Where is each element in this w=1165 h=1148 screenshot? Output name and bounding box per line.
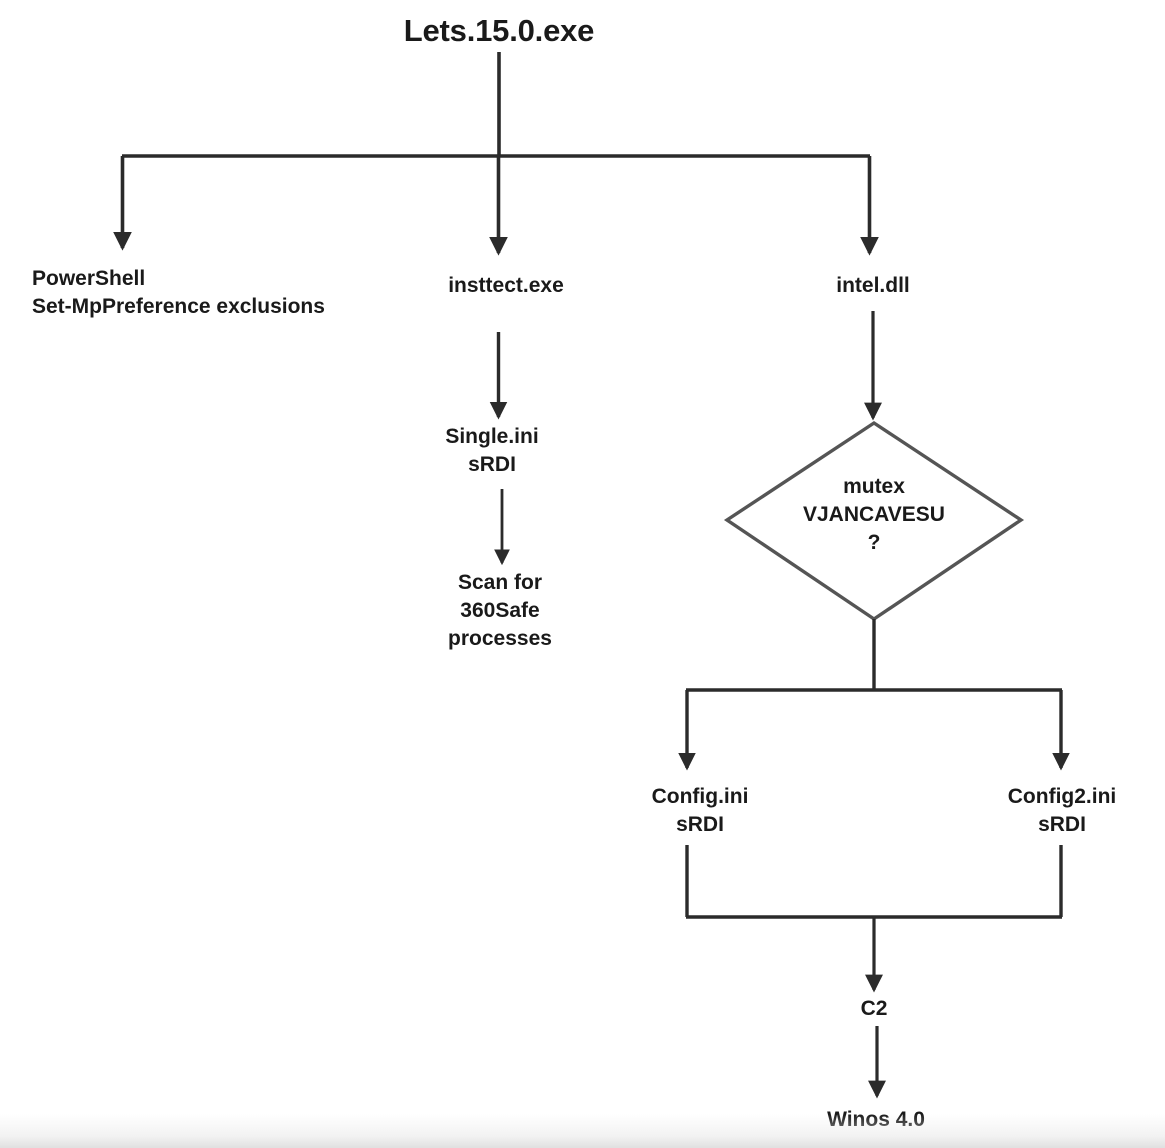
- node-single-ini-srdi: Single.ini sRDI: [445, 425, 539, 476]
- node-winos-4-0: Winos 4.0: [827, 1108, 925, 1131]
- node-config-ini-srdi: Config.ini sRDI: [651, 785, 749, 836]
- node-root-lets-exe: Lets.15.0.exe: [403, 13, 595, 48]
- node-c2: C2: [860, 997, 888, 1020]
- node-intel-dll: intel.dll: [836, 274, 910, 297]
- node-mutex-decision-label: mutex VJANCAVESU ?: [803, 475, 945, 554]
- node-insttect-exe: insttect.exe: [448, 274, 564, 297]
- node-powershell-exclusions: PowerShell Set-MpPreference exclusions: [32, 267, 325, 318]
- node-scan-360safe: Scan for 360Safe processes: [448, 571, 552, 650]
- node-config2-ini-srdi: Config2.ini sRDI: [1007, 785, 1117, 836]
